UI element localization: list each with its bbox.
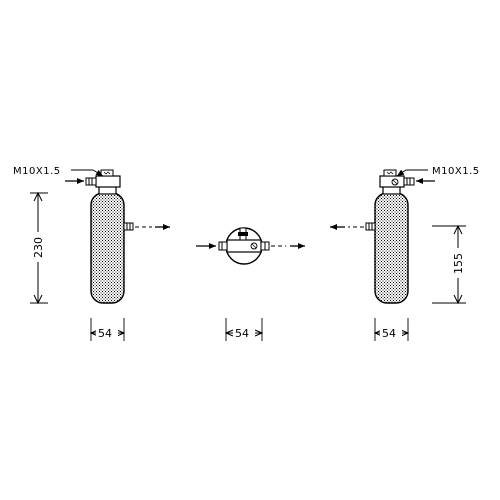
left-height-dimension: 230 bbox=[32, 237, 45, 258]
left-drier-view: M10X1.5 230 54 bbox=[13, 166, 170, 341]
left-diameter-dimension: 54 bbox=[98, 327, 112, 340]
top-drier-view: 54 bbox=[196, 227, 305, 341]
right-inlet-fitting bbox=[403, 177, 415, 186]
left-drier-head bbox=[95, 175, 121, 188]
right-thread-label: M10X1.5 bbox=[432, 166, 480, 177]
left-thread-label: M10X1.5 bbox=[13, 166, 61, 177]
top-diameter-dimension: 54 bbox=[235, 327, 249, 340]
right-diameter-dimension: 54 bbox=[382, 327, 396, 340]
top-outlet-fitting bbox=[260, 241, 270, 251]
left-outlet-fitting bbox=[123, 222, 134, 231]
top-inlet-fitting bbox=[218, 241, 228, 251]
right-height-dimension: 155 bbox=[452, 253, 465, 274]
left-inlet-fitting bbox=[85, 177, 97, 186]
right-outlet-fitting bbox=[365, 222, 376, 231]
right-drier-body bbox=[374, 192, 409, 304]
left-drier-body bbox=[90, 192, 125, 304]
right-drier-view: M10X1.5 155 54 bbox=[330, 166, 480, 341]
